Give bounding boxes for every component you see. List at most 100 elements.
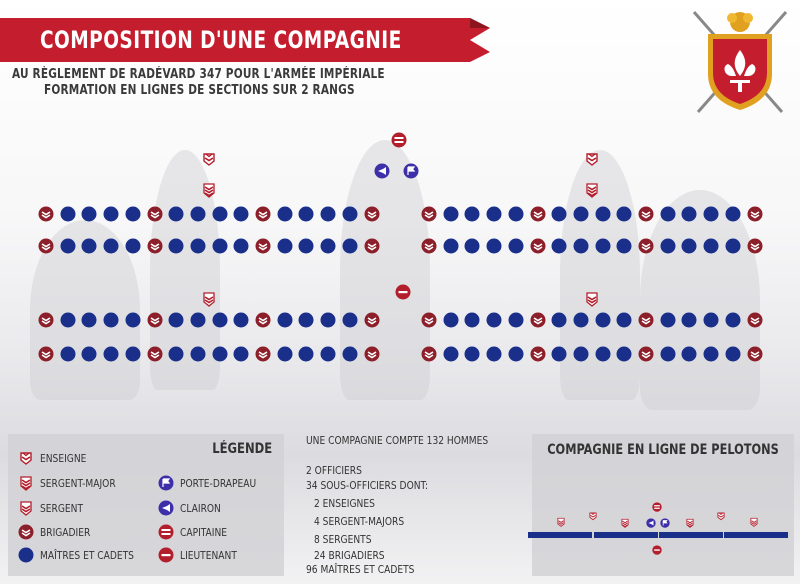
peloton-line bbox=[659, 532, 723, 538]
brigadier-marker bbox=[421, 312, 437, 328]
brigadier-marker bbox=[747, 312, 763, 328]
maitre-cadet-marker bbox=[551, 238, 567, 254]
brigadier-icon bbox=[18, 524, 34, 540]
maitre-cadet-marker bbox=[233, 238, 249, 254]
maitre-cadet-marker bbox=[703, 206, 719, 222]
maitre-cadet-marker bbox=[277, 346, 293, 362]
brigadier-marker bbox=[530, 346, 546, 362]
maitre-cadet-marker bbox=[464, 312, 480, 328]
maitre-cadet-marker bbox=[233, 312, 249, 328]
maitre-cadet-marker bbox=[660, 346, 676, 362]
maitre-cadet-marker bbox=[233, 346, 249, 362]
stats-nco-item: 8 SERGENTS bbox=[314, 533, 372, 546]
stats-nco-item: 2 ENSEIGNES bbox=[314, 497, 375, 510]
maitre-cadet-marker bbox=[212, 312, 228, 328]
maitre-cadet-marker bbox=[277, 206, 293, 222]
maitre-cadet-marker bbox=[443, 346, 459, 362]
stats-ncos: 34 SOUS-OFFICIERS DONT: bbox=[306, 479, 429, 492]
legend-item: PORTE-DRAPEAU bbox=[158, 475, 263, 491]
clairon-icon bbox=[158, 500, 174, 516]
maitre-cadet-marker bbox=[168, 346, 184, 362]
capitaine-marker bbox=[652, 502, 662, 512]
legend-item: CLAIRON bbox=[158, 500, 224, 516]
background-figure bbox=[560, 150, 640, 400]
maitre-cadet-marker bbox=[725, 206, 741, 222]
brigadier-marker bbox=[530, 238, 546, 254]
maitre-cadet-marker bbox=[212, 346, 228, 362]
maitre-cadet-marker bbox=[573, 238, 589, 254]
stats-total: UNE COMPAGNIE COMPTE 132 HOMMES bbox=[306, 434, 489, 447]
background-figure bbox=[640, 190, 760, 410]
maitre-cadet-marker bbox=[190, 346, 206, 362]
maitre-cadet-marker bbox=[277, 238, 293, 254]
maitre-cadet-marker bbox=[725, 238, 741, 254]
maitre-cadet-marker bbox=[342, 238, 358, 254]
brigadier-marker bbox=[364, 312, 380, 328]
brigadier-marker bbox=[421, 346, 437, 362]
title-banner: COMPOSITION D'UNE COMPAGNIE bbox=[0, 16, 496, 64]
stats-cadets: 96 MAÎTRES ET CADETS bbox=[306, 563, 415, 576]
maitre-cadet-marker bbox=[681, 238, 697, 254]
maitre-cadet-marker bbox=[342, 206, 358, 222]
brigadier-marker bbox=[255, 346, 271, 362]
brigadier-marker bbox=[530, 312, 546, 328]
maitre-cadet-marker bbox=[616, 346, 632, 362]
capitaine-icon bbox=[158, 524, 174, 540]
maitre-cadet-marker bbox=[298, 312, 314, 328]
maitre-cadet-marker bbox=[681, 346, 697, 362]
brigadier-marker bbox=[747, 346, 763, 362]
sergent-major-marker bbox=[584, 182, 600, 198]
peloton-line bbox=[724, 532, 788, 538]
stats-nco-item: 4 SERGENT-MAJORS bbox=[314, 515, 405, 528]
legend-label: CAPITAINE bbox=[180, 525, 228, 539]
maitre-cadet-marker bbox=[464, 346, 480, 362]
capitaine-marker bbox=[391, 132, 407, 148]
maitre-cadet-marker bbox=[616, 312, 632, 328]
brigadier-marker bbox=[147, 238, 163, 254]
legend-label: SERGENT bbox=[40, 501, 84, 515]
crest-emblem bbox=[688, 4, 792, 116]
maitre-cadet-marker bbox=[660, 238, 676, 254]
enseigne-marker bbox=[716, 511, 726, 521]
maitre-cadet-marker bbox=[616, 206, 632, 222]
maitre-cadet-marker bbox=[168, 238, 184, 254]
brigadier-marker bbox=[364, 238, 380, 254]
sergent-marker bbox=[556, 517, 566, 527]
maitre-cadet-marker bbox=[103, 206, 119, 222]
maitre-cadet-marker bbox=[681, 206, 697, 222]
maitre-cadet-marker bbox=[443, 312, 459, 328]
maitre-cadet-marker bbox=[233, 206, 249, 222]
maitre-cadet-marker bbox=[595, 238, 611, 254]
legend-label: PORTE-DRAPEAU bbox=[180, 476, 257, 490]
peloton-line bbox=[528, 532, 592, 538]
maitre-cadet-marker bbox=[103, 346, 119, 362]
maitre-cadet-marker bbox=[595, 346, 611, 362]
legend-label: SERGENT-MAJOR bbox=[40, 476, 116, 490]
brigadier-marker bbox=[38, 346, 54, 362]
legend-item: BRIGADIER bbox=[18, 524, 95, 540]
maitre-cadet-marker bbox=[486, 312, 502, 328]
legend-item: SERGENT-MAJOR bbox=[18, 475, 122, 491]
maitre-cadet-marker bbox=[486, 346, 502, 362]
lieutenant-marker bbox=[395, 284, 411, 300]
maitre-cadet-marker bbox=[725, 312, 741, 328]
maitre-cadet-marker bbox=[298, 346, 314, 362]
brigadier-marker bbox=[638, 312, 654, 328]
maitre-cadet-marker bbox=[703, 312, 719, 328]
maitre-cadet-marker bbox=[508, 206, 524, 222]
maitre-cadet-marker bbox=[190, 238, 206, 254]
maitre-cadet-marker bbox=[551, 312, 567, 328]
maitre-cadet-marker bbox=[573, 346, 589, 362]
maitre-cadet-marker bbox=[443, 206, 459, 222]
brigadier-marker bbox=[638, 346, 654, 362]
maitre-cadet-marker bbox=[464, 206, 480, 222]
maitre-cadet-marker bbox=[595, 312, 611, 328]
maitre-cadet-marker bbox=[81, 238, 97, 254]
legend-item: LIEUTENANT bbox=[158, 547, 242, 563]
maitre-cadet-marker bbox=[168, 206, 184, 222]
sergent-major-marker bbox=[620, 518, 630, 528]
maitre-cadet-marker bbox=[508, 312, 524, 328]
brigadier-marker bbox=[255, 238, 271, 254]
maitre-cadet-marker bbox=[320, 206, 336, 222]
